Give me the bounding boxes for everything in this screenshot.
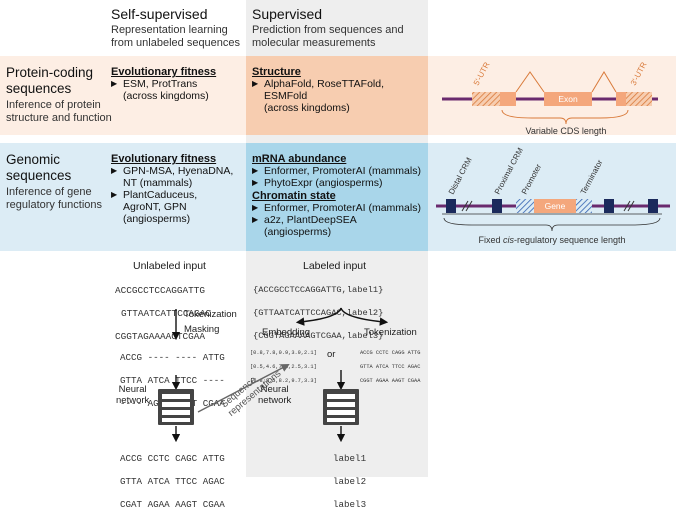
protein-supervised-cell <box>246 56 428 135</box>
tokenization-label: Tokenization <box>184 309 237 320</box>
token-values: ACCG CCTC CAGG ATTG GTTA ATCA TTCC AGAC … <box>360 350 421 384</box>
embedding-label: Embedding <box>262 327 311 338</box>
genomic-supervised-text: mRNA abundance ▶Enformer, PromoterAI (ma… <box>252 153 426 238</box>
masking-label: Masking <box>184 324 220 335</box>
genomic-row-title: Genomic sequences Inference of gene regu… <box>6 152 102 211</box>
list-item: ▶PhytoExpr (angiosperms) <box>252 177 383 189</box>
genomic-self-cell: Evolutionary fitness ▶ GPN-MSA, HyenaDNA… <box>111 153 243 225</box>
unlabeled-sequences: ACCGCCTCCAGGATTG GTTAATCATTCCAGAC CGGTAG… <box>115 284 212 342</box>
genomic-regulatory-diagram: Distal CRM Proximal CRM Promoter Termina… <box>436 146 670 245</box>
list-item: ▶ GPN-MSA, HyenaDNA,NT (mammals) <box>111 165 234 189</box>
protein-self-cell: Evolutionary fitness ▶ ESM, ProtTrans(ac… <box>111 66 243 102</box>
or-label: or <box>327 349 336 360</box>
supervised-title: Supervised <box>252 6 323 22</box>
workflow-arrows <box>158 307 389 443</box>
neural-network-icon <box>323 389 359 425</box>
neural-network-icon <box>158 389 194 425</box>
self-supervised-title: Self-supervised <box>111 6 208 22</box>
list-item: ▶ PlantCaduceus,AgroNT, GPN(angiosperms) <box>111 189 198 225</box>
tokenization-label-labeled: Tokenization <box>364 327 417 338</box>
list-item: ▶ ESM, ProtTrans(across kingdoms) <box>111 78 209 102</box>
unlabeled-input-title: Unlabeled input <box>133 260 206 272</box>
list-item: ▶ AlphaFold, RoseTTAFold,ESMFold(across … <box>252 78 385 114</box>
self-supervised-subtitle: Representation learning from unlabeled s… <box>111 24 241 49</box>
gene-label: Gene <box>545 201 566 211</box>
section-heading: Evolutionary fitness <box>111 66 217 78</box>
section-heading: mRNA abundance <box>252 153 347 165</box>
section-heading: Chromatin state <box>252 190 336 202</box>
list-item: ▶a2z, PlantDeepSEA(angiosperms) <box>252 214 357 238</box>
genomic-diagram-caption: Fixed cis-regulatory sequence length <box>478 235 625 245</box>
protein-diagram-caption: Variable CDS length <box>526 126 607 136</box>
section-heading: Structure <box>252 66 301 78</box>
list-item: ▶Enformer, PromoterAI (mammals) <box>252 165 421 177</box>
protein-supervised-text: Structure ▶ AlphaFold, RoseTTAFold,ESMFo… <box>252 66 424 114</box>
genomic-supervised-cell <box>246 143 428 251</box>
exon-label: Exon <box>558 94 578 104</box>
section-heading: Evolutionary fitness <box>111 153 217 165</box>
list-item: ▶Enformer, PromoterAI (mammals) <box>252 202 421 214</box>
labeled-input-title: Labeled input <box>303 260 367 272</box>
labeled-sequences: {ACCGCCTCCAGGATTG,label1} {GTTAATCATTCCA… <box>253 284 384 341</box>
protein-gene-diagram: 5'-UTR 3'-UTR Exon Variable CDS length <box>442 60 658 136</box>
protein-row-title: Protein-coding sequences Inference of pr… <box>6 65 112 124</box>
supervised-subtitle: Prediction from sequences and molecular … <box>252 24 404 49</box>
